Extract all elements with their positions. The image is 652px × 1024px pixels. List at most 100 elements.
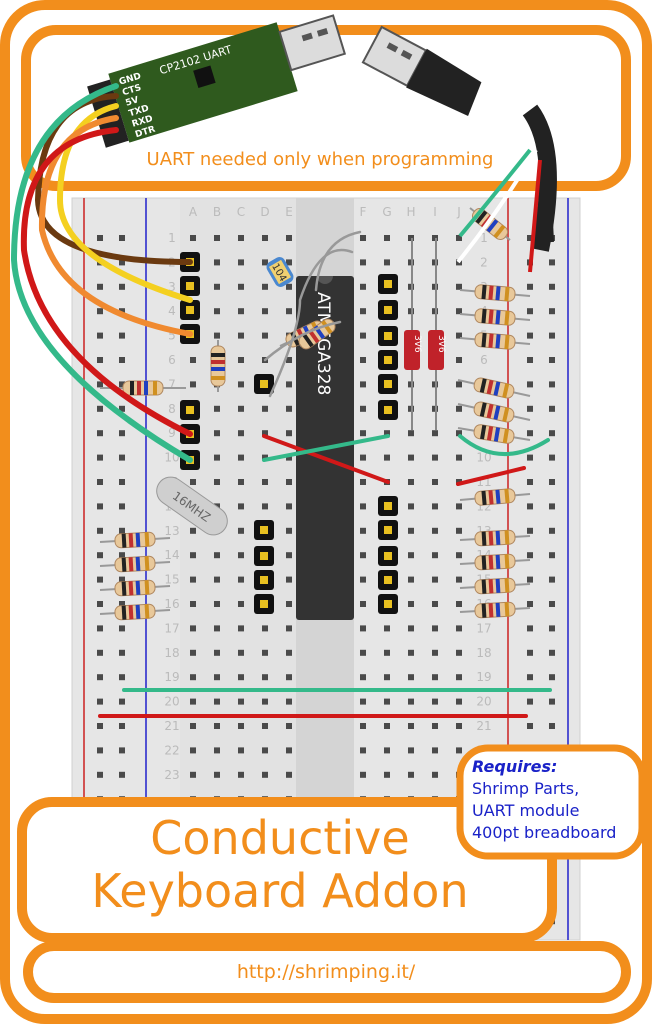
- usb-cable: [361, 25, 557, 273]
- breadboard-hole: [408, 430, 414, 437]
- breadboard-hole: [190, 576, 196, 583]
- breadboard-hole: [262, 308, 268, 315]
- breadboard-hole: [456, 430, 462, 437]
- row-label: 1: [168, 231, 176, 245]
- breadboard-hole: [214, 283, 220, 290]
- breadboard-hole: [97, 771, 103, 778]
- column-label: F: [360, 205, 367, 219]
- breadboard-hole: [262, 649, 268, 656]
- breadboard-hole: [360, 283, 366, 290]
- breadboard-hole: [190, 674, 196, 681]
- breadboard-hole: [432, 454, 438, 461]
- resistor: [457, 424, 531, 444]
- breadboard-hole: [360, 430, 366, 437]
- breadboard-hole: [97, 503, 103, 510]
- breadboard-hole: [214, 576, 220, 583]
- resistor: [99, 531, 171, 549]
- resistor: [457, 401, 531, 423]
- breadboard-hole: [456, 552, 462, 559]
- breadboard-hole: [456, 454, 462, 461]
- breadboard-hole: [456, 723, 462, 729]
- resistor: [459, 284, 531, 302]
- website-link[interactable]: http://shrimping.it/: [236, 961, 416, 983]
- breadboard-hole: [238, 552, 244, 559]
- breadboard-hole: [238, 430, 244, 437]
- breadboard-hole: [549, 259, 555, 266]
- breadboard-hole: [527, 601, 533, 607]
- resistor: [210, 340, 226, 392]
- breadboard-hole: [238, 747, 244, 754]
- breadboard-hole: [384, 649, 390, 656]
- breadboard-hole: [262, 454, 268, 461]
- resistor: [459, 553, 531, 571]
- breadboard-hole: [190, 747, 196, 754]
- breadboard-hole: [549, 308, 555, 315]
- breadboard-hole: [286, 357, 292, 363]
- breadboard-hole: [286, 649, 292, 656]
- breadboard-hole: [286, 454, 292, 461]
- breadboard-hole: [360, 235, 366, 241]
- breadboard-hole: [238, 723, 244, 729]
- breadboard-hole: [286, 771, 292, 778]
- resistor: [459, 488, 531, 506]
- breadboard-hole: [408, 479, 414, 485]
- breadboard-hole: [286, 674, 292, 681]
- requires-box: [456, 744, 646, 860]
- breadboard-hole: [549, 649, 555, 656]
- breadboard-hole: [119, 283, 125, 290]
- breadboard-hole: [262, 674, 268, 681]
- breadboard-hole: [549, 698, 555, 705]
- breadboard-hole: [456, 649, 462, 656]
- breadboard-hole: [214, 601, 220, 607]
- requires-panel: Requires: Shrimp Parts, UART module 400p…: [472, 756, 632, 844]
- breadboard-hole: [262, 625, 268, 632]
- breadboard-hole: [286, 576, 292, 583]
- breadboard-hole: [97, 405, 103, 412]
- row-label: 14: [164, 548, 179, 562]
- header-pin: [378, 350, 398, 370]
- breadboard-hole: [360, 674, 366, 681]
- breadboard-hole: [286, 308, 292, 315]
- breadboard-hole: [119, 649, 125, 656]
- breadboard-hole: [456, 625, 462, 632]
- breadboard-hole: [527, 625, 533, 632]
- row-label: 15: [164, 573, 179, 587]
- breadboard-hole: [527, 308, 533, 315]
- breadboard-hole: [432, 723, 438, 729]
- breadboard-hole: [97, 283, 103, 290]
- breadboard-hole: [432, 649, 438, 656]
- header-pin: [378, 520, 398, 540]
- breadboard-hole: [262, 698, 268, 705]
- breadboard-hole: [119, 527, 125, 534]
- column-label: D: [260, 205, 269, 219]
- uart-note: UART needed only when programming: [146, 149, 494, 170]
- breadboard-hole: [384, 723, 390, 729]
- breadboard-hole: [262, 771, 268, 778]
- breadboard-hole: [97, 527, 103, 534]
- breadboard-hole: [360, 723, 366, 729]
- row-label: 21: [476, 719, 491, 733]
- breadboard-hole: [527, 332, 533, 339]
- breadboard-hole: [286, 405, 292, 412]
- breadboard-hole: [286, 527, 292, 534]
- breadboard-hole: [384, 771, 390, 778]
- breadboard-hole: [214, 698, 220, 705]
- breadboard-hole: [549, 503, 555, 510]
- breadboard-hole: [286, 552, 292, 559]
- title-card: [17, 797, 557, 943]
- column-label: I: [433, 205, 437, 219]
- breadboard-hole: [262, 479, 268, 485]
- row-label: 18: [164, 646, 179, 660]
- breadboard-hole: [527, 576, 533, 583]
- breadboard-hole: [549, 723, 555, 729]
- breadboard-hole: [286, 259, 292, 266]
- header-pin: [180, 400, 200, 420]
- breadboard-hole: [119, 601, 125, 607]
- column-label: C: [237, 205, 245, 219]
- breadboard-hole: [286, 601, 292, 607]
- breadboard-hole: [549, 283, 555, 290]
- breadboard-hole: [119, 430, 125, 437]
- breadboard-hole: [408, 527, 414, 534]
- row-label: 5: [168, 329, 176, 343]
